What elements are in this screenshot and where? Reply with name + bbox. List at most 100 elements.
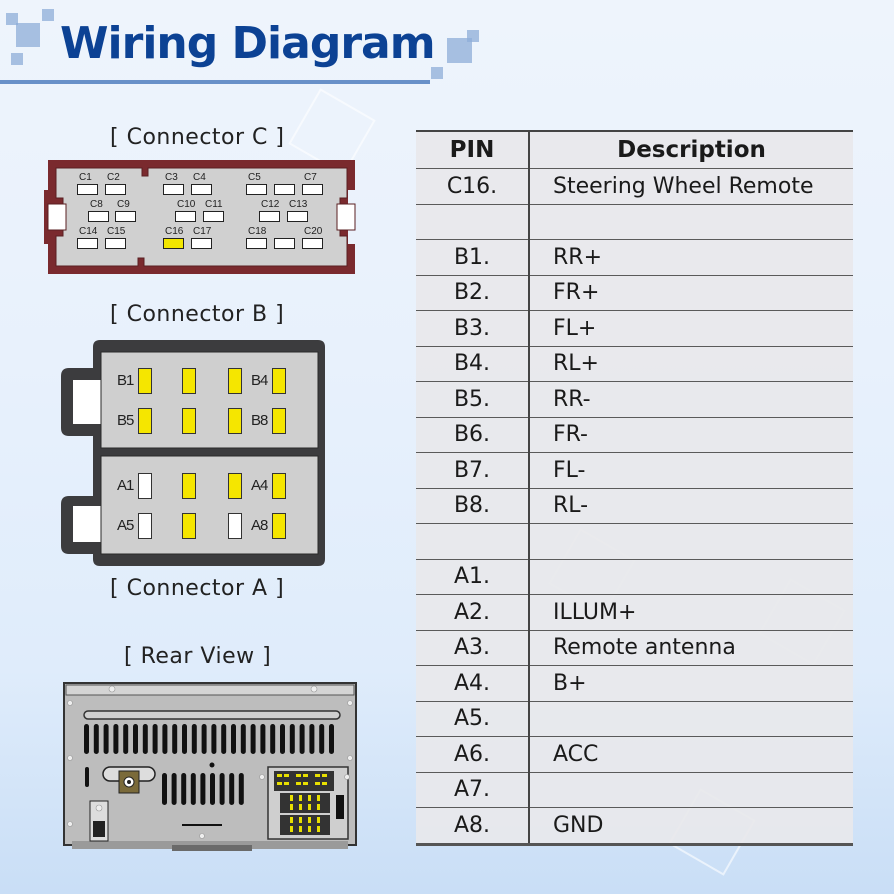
connector-c-pin-label: C3 [165,172,178,183]
table-row [416,204,853,240]
pin-cell: B7. [416,452,530,489]
connector-c-pin-label: C2 [107,172,120,183]
table-row: A6.ACC [416,736,853,773]
table-row: B4.RL+ [416,346,853,382]
iso-pin [296,774,301,777]
connector-b-pin [182,368,196,394]
pin-cell: A2. [416,594,530,631]
pin-cell: A3. [416,630,530,666]
vent-slot [84,724,89,754]
description-cell: GND [529,807,853,846]
connector-c-pin [105,184,126,195]
pin-cell [416,523,530,560]
description-cell [529,559,853,595]
connector-c-pin-label: C18 [248,226,267,237]
pin-cell: A8. [416,807,530,846]
decorative-square [42,9,54,21]
rear-view-illustration [62,681,358,853]
description-cell: Remote antenna [529,630,853,666]
connector-a-caption: [ Connector A ] [110,576,285,601]
decorative-square [11,53,23,65]
description-cell [529,523,853,560]
connector-c-pin-label: C7 [304,172,317,183]
pin-cell: A4. [416,665,530,702]
pin-cell: B6. [416,417,530,453]
screws [67,685,353,839]
vent-slot [260,724,266,754]
head-unit-rear-panel [63,682,357,851]
connector-b-pin-label: B5 [117,412,134,429]
pin-description-table: PIN Description C16.Steering Wheel Remot… [416,130,853,846]
vent-slot [133,724,138,754]
vent-slot [219,773,225,805]
connector-c-pin [115,211,136,222]
connector-c-pin [203,211,224,222]
iso-pin [299,804,302,810]
iso-pin [308,817,311,823]
table-row: B2.FR+ [416,275,853,311]
iso-pin [277,774,282,777]
vent-slot [191,724,197,754]
connector-c-pin-label: C5 [248,172,261,183]
description-cell: RR+ [529,239,853,276]
vent-slot [181,773,187,805]
vent-slot [309,724,315,754]
connector-a-pin [272,473,286,499]
decorative-square [467,30,479,42]
vent-slot [299,724,305,754]
connector-c-pin [302,238,323,249]
connector-c-pin [191,184,212,195]
vent-slot [231,724,236,754]
connector-c-pin-label: C20 [304,226,323,237]
vent-slot [238,773,244,805]
description-cell: ACC [529,736,853,773]
iso-pin [284,782,289,785]
vent-slot [142,724,148,754]
connector-a-pin-label: A8 [251,517,268,534]
table-row: B7.FL- [416,452,853,489]
description-cell [529,204,853,240]
connector-c-pin [163,184,184,195]
vent-slot [162,724,168,754]
connector-c-pin-label: C15 [107,226,126,237]
connector-c-pin-label: C14 [79,226,98,237]
vent-slot [289,724,295,754]
iso-pin [303,774,308,777]
connector-a-pin-label: A4 [251,477,268,494]
iso-pin [296,782,301,785]
description-cell [529,772,853,808]
table-row: A8.GND [416,807,853,846]
header-pin: PIN [416,130,530,169]
iso-pin [322,782,327,785]
connector-b-pin [138,408,152,434]
connector-c-pin [274,238,295,249]
title-underline [0,80,430,84]
connector-a-pin [138,513,152,539]
connector-c-pin [105,238,126,249]
description-cell: FL- [529,452,853,489]
connector-c-pin-label: C16 [165,226,184,237]
vent-slot [172,724,178,754]
connector-c-pin [287,211,308,222]
table-row [416,523,853,560]
iso-pin [290,826,293,832]
iso-pin [308,826,311,832]
description-cell: FL+ [529,310,853,347]
connector-c-pin-label: C12 [261,199,280,210]
connector-c-pin-label: C11 [205,199,223,210]
pin-cell: A7. [416,772,530,808]
title-block: Wiring Diagram [0,0,480,95]
connector-a-pin [228,513,242,539]
iso-pin [299,817,302,823]
decorative-square [16,23,40,47]
table-row: A3.Remote antenna [416,630,853,666]
pin-cell: B4. [416,346,530,382]
vent-slot [171,773,177,805]
connector-c-pin-label: C4 [193,172,206,183]
vent-slot [182,724,187,754]
vent-slots-middle [162,773,244,805]
vent-slots-top [84,724,334,754]
pin-cell: B8. [416,488,530,524]
